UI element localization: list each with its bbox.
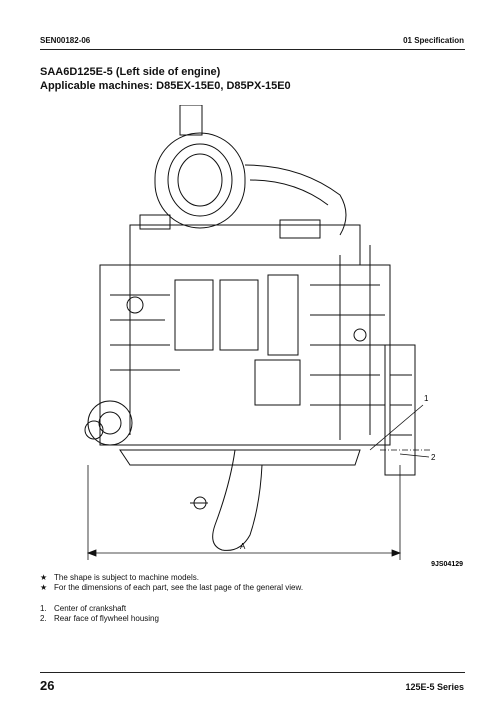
legend-number: 1. xyxy=(40,604,47,613)
intake-pipe xyxy=(244,164,347,236)
callout-line-1 xyxy=(369,404,424,451)
series-label: 125E-5 Series xyxy=(405,682,464,692)
page-title: SAA6D125E-5 (Left side of engine) xyxy=(40,66,221,78)
air-cleaner xyxy=(154,132,246,229)
legend-item-2: 2. Rear face of flywheel housing xyxy=(40,614,159,624)
callout-2: 2 xyxy=(431,453,436,462)
note-text: The shape is subject to machine models. xyxy=(54,573,199,582)
header-rule xyxy=(40,49,465,50)
page-number: 26 xyxy=(40,678,55,693)
legend-text: Rear face of flywheel housing xyxy=(54,614,159,623)
star-icon: ★ xyxy=(40,573,48,582)
applicable-machines: Applicable machines: D85EX-15E0, D85PX-1… xyxy=(40,80,291,92)
note-shape: ★ The shape is subject to machine models. xyxy=(40,573,199,583)
section-title: 01 Specification xyxy=(403,36,464,45)
note-dimensions: ★ For the dimensions of each part, see th… xyxy=(40,583,303,593)
footer-rule xyxy=(40,672,465,673)
engine-block xyxy=(99,264,391,446)
document-id: SEN00182-06 xyxy=(40,36,91,45)
callout-line-2 xyxy=(399,453,430,458)
oil-pan xyxy=(119,449,361,466)
legend-text: Center of crankshaft xyxy=(54,604,127,613)
star-icon: ★ xyxy=(40,583,48,592)
callout-1: 1 xyxy=(424,394,429,403)
figure-code: 9JS04129 xyxy=(431,561,463,568)
dimension-label-a: A xyxy=(240,542,246,551)
legend-item-1: 1. Center of crankshaft xyxy=(40,604,126,614)
crankshaft-pulley xyxy=(87,400,133,446)
note-text: For the dimensions of each part, see the… xyxy=(54,583,304,592)
legend-number: 2. xyxy=(40,614,47,623)
engine-illustration: 1 2 A 9JS04129 xyxy=(84,105,463,568)
